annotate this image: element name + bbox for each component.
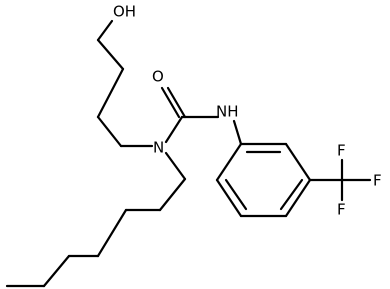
bond-o-c1 [96, 19, 114, 42]
bond-c2-c3 [96, 67, 125, 119]
bond-n-h1 [164, 151, 187, 181]
amide-nh-label: NH [216, 103, 239, 121]
ring-bond-5 [215, 178, 243, 218]
ring-inner-double-3 [224, 178, 248, 211]
fluorine-right-label: F [373, 172, 382, 190]
benzene-ring [215, 142, 312, 218]
bond-carbonyl-double-b [166, 86, 187, 119]
ring-bond-2 [284, 142, 312, 182]
heptyl-chain [5, 151, 187, 288]
urea-core [160, 86, 243, 146]
hydroxybutyl-chain [96, 19, 154, 148]
bond-nh-ring [232, 119, 243, 146]
bond-h3-h4 [96, 208, 128, 258]
bond-n-carbonyl-c [164, 115, 184, 144]
bond-c3-c4 [96, 115, 123, 148]
ring-bond-3 [284, 178, 312, 218]
tertiary-n-label: N [153, 139, 164, 157]
hydroxyl-label: OH [113, 3, 136, 21]
fluorine-bottom-label: F [337, 201, 346, 219]
bond-h1-h2 [158, 177, 187, 212]
carbonyl-oxygen-label: O [152, 68, 164, 86]
bond-c1-c2 [96, 38, 125, 71]
trifluoromethyl-group [308, 158, 372, 202]
bond-carbonyl-double-a [160, 86, 181, 119]
ring-bond-6 [215, 142, 243, 182]
fluorine-top-label: F [337, 142, 346, 160]
ring-inner-double-2 [279, 178, 304, 211]
bond-h5-h6 [42, 254, 71, 288]
